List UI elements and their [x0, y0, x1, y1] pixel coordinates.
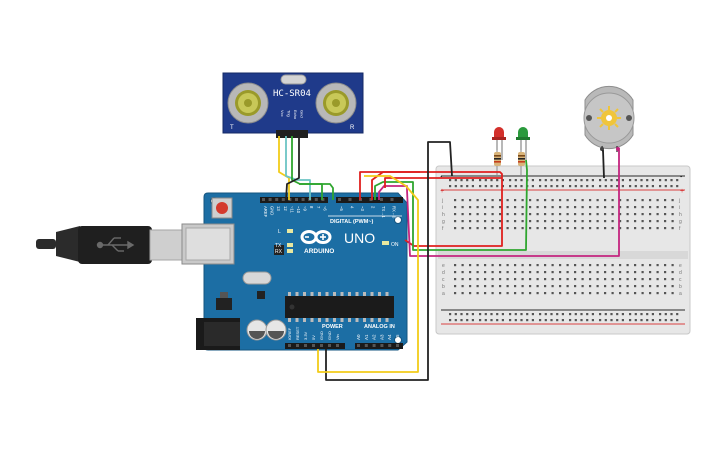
- wire-green-2: [299, 183, 334, 200]
- digital-pin-label: TX→1: [381, 206, 386, 219]
- on-label: ON: [391, 242, 399, 248]
- sensor-transducer-right: [315, 82, 357, 124]
- analog-pin-label: A5: [395, 334, 400, 340]
- led-tx-label: TX: [275, 243, 282, 249]
- power-pin-label: 5V: [311, 335, 316, 340]
- sensor-transducer-left: [227, 82, 269, 124]
- wire-sensor-echo: [291, 136, 323, 200]
- capacitor: [246, 319, 287, 341]
- power-pin-label: Vin: [335, 334, 340, 340]
- sensor-corner-t: T: [230, 125, 234, 131]
- digital-pin-label: ~6: [322, 206, 327, 211]
- digital-pin-label: GND: [270, 206, 275, 215]
- wire-red-to-bb: [384, 177, 502, 188]
- wire-pin-red-led: [359, 171, 503, 247]
- dc-motor: [583, 85, 635, 153]
- wire-sensor-gnd: [285, 136, 300, 201]
- breadboard-row-letter: a: [442, 291, 445, 297]
- analog-pin-label: A3: [379, 334, 384, 340]
- motor-shaft-icon: [597, 106, 621, 130]
- power-pin-label: 3.3V: [303, 331, 308, 340]
- rail-plus-label-left: +: [440, 188, 444, 195]
- breadboard-row-letter: j: [678, 198, 680, 204]
- breadboard-row-letter: a: [679, 291, 682, 297]
- arduino-brand: ARDUINO: [304, 248, 334, 255]
- sensor-pin-label: Echo: [293, 110, 298, 120]
- breadboard-row-letter: e: [679, 263, 682, 269]
- power-pin-label: GND: [319, 331, 324, 340]
- atmega-chip: [285, 292, 394, 322]
- digital-pin-label: 2: [371, 206, 376, 209]
- wires: [278, 136, 620, 381]
- analog-pin-label: A0: [356, 334, 361, 340]
- digital-pin-label: ~9: [303, 206, 308, 211]
- breadboard-row-letter: b: [679, 284, 682, 290]
- digital-header-label: DIGITAL (PWM~): [330, 219, 374, 225]
- breadboard-row-letter: f: [442, 226, 444, 232]
- digital-pin-label: 7: [316, 206, 321, 209]
- digital-pin-label: ~3: [360, 206, 365, 211]
- sensor-corner-r: R: [350, 125, 355, 131]
- led-l-label: L: [278, 229, 281, 235]
- breadboard-row-letter: g: [679, 219, 682, 225]
- digital-pin-label: 13: [276, 206, 281, 211]
- power-pin-label: IOREF: [287, 327, 292, 340]
- digital-pin-label: ~11: [289, 206, 294, 213]
- rail-plus-label-right: +: [680, 188, 684, 195]
- breadboard-row-letter: f: [679, 226, 681, 232]
- analog-pin-label: A1: [364, 334, 369, 340]
- usb-icon: [96, 237, 135, 252]
- breadboard-row-letter: i: [442, 205, 443, 211]
- resistor-red-led: [494, 148, 501, 175]
- arduino-logo-icon: [300, 230, 332, 244]
- power-pin-label: RESET: [295, 326, 300, 340]
- breadboard-row-letter: g: [442, 219, 445, 225]
- arduino-model: UNO: [344, 230, 375, 246]
- digital-pin-label: AREF: [263, 206, 268, 218]
- power-pin-label: GND: [327, 331, 332, 340]
- wire-gnd-rail: [325, 141, 453, 381]
- sensor-pin-label: Gnd: [300, 110, 305, 118]
- breadboard-row-letter: c: [442, 277, 445, 283]
- led-rx-label: RX: [275, 249, 283, 255]
- sensor-pin-label: Vcc: [280, 110, 285, 117]
- digital-pin-label: RX←0: [392, 206, 397, 219]
- analog-header-label: ANALOG IN: [364, 324, 395, 330]
- sensor-pin-label: Trig: [287, 110, 292, 117]
- resistor-green-led: [518, 148, 525, 175]
- sensor-model-label: HC-SR04: [273, 89, 311, 99]
- wire-pin-green-led-2: [374, 159, 528, 251]
- breadboard-row-letter: b: [442, 284, 445, 290]
- analog-pin-label: A2: [372, 334, 377, 340]
- digital-pin-label: 4: [350, 206, 355, 209]
- reset-button[interactable]: [211, 197, 233, 219]
- digital-pin-label: ~5: [339, 206, 344, 211]
- wire-sensor-vcc: [278, 136, 290, 200]
- usb-cable: [36, 226, 183, 264]
- power-header-label: POWER: [322, 324, 343, 330]
- digital-pin-label: ~10: [296, 206, 301, 214]
- breadboard-row-letter: j: [441, 198, 443, 204]
- wire-5v: [317, 175, 419, 373]
- breadboard-row-letter: c: [679, 277, 682, 283]
- breadboard-row-letter: e: [442, 263, 445, 269]
- breadboard-row-letter: i: [679, 205, 680, 211]
- breadboard-row-letter: h: [442, 212, 445, 218]
- analog-pin-label: A4: [387, 334, 392, 340]
- digital-pin-label: 8: [309, 206, 314, 209]
- rail-minus-label-right: -: [680, 174, 683, 181]
- breadboard-row-letter: d: [442, 270, 445, 276]
- digital-pin-label: 12: [283, 206, 288, 211]
- breadboard-row-letter: h: [679, 212, 682, 218]
- breadboard-row-letter: d: [679, 270, 682, 276]
- wire-motor-gnd: [602, 149, 605, 179]
